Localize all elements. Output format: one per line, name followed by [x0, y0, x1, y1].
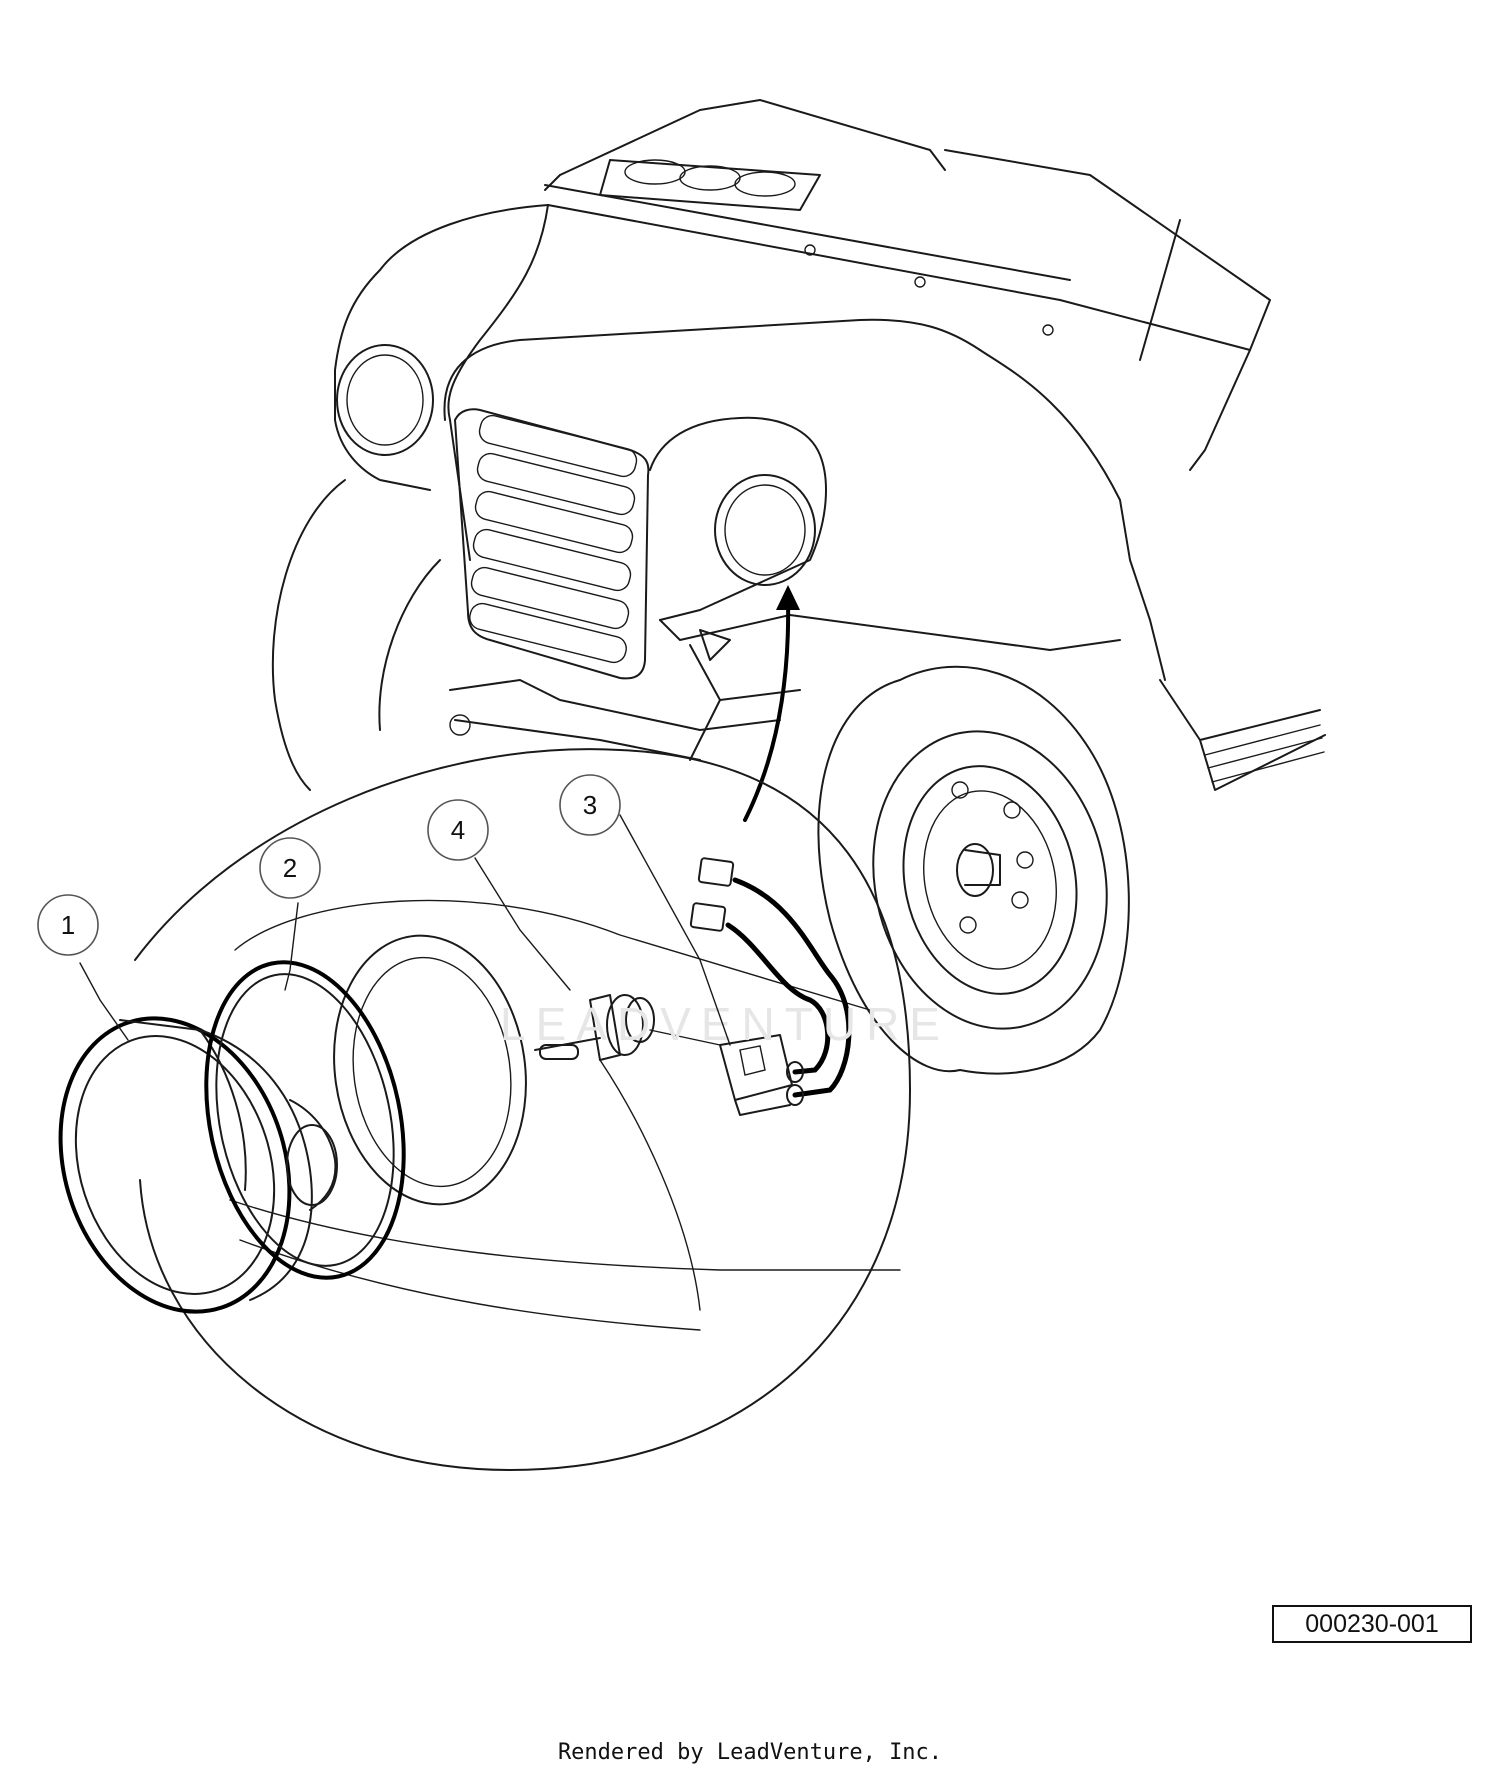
installation-arrow — [743, 585, 800, 822]
detail-magnifier — [134, 748, 911, 1471]
part-4-lamp-socket — [534, 994, 655, 1061]
callout-leaders — [79, 814, 731, 1046]
callout-2: 2 — [259, 837, 321, 899]
part-2-retaining-ring — [204, 960, 406, 1280]
callout-3-label: 3 — [583, 790, 597, 820]
part-1-sealed-beam-lamp — [58, 1016, 338, 1314]
callout-4: 4 — [427, 799, 489, 861]
callout-2-label: 2 — [283, 853, 297, 883]
figure-code-box: 000230-001 — [1272, 1605, 1472, 1643]
watermark-text: LEADVENTURE — [500, 998, 950, 1050]
callout-1-label: 1 — [61, 910, 75, 940]
vehicle-body — [271, 99, 1326, 1075]
render-credit: Rendered by LeadVenture, Inc. — [557, 1740, 943, 1765]
callout-4-label: 4 — [451, 815, 465, 845]
callout-1: 1 — [37, 894, 99, 956]
part-3-wiring-harness — [649, 857, 852, 1116]
callout-3: 3 — [559, 774, 621, 836]
